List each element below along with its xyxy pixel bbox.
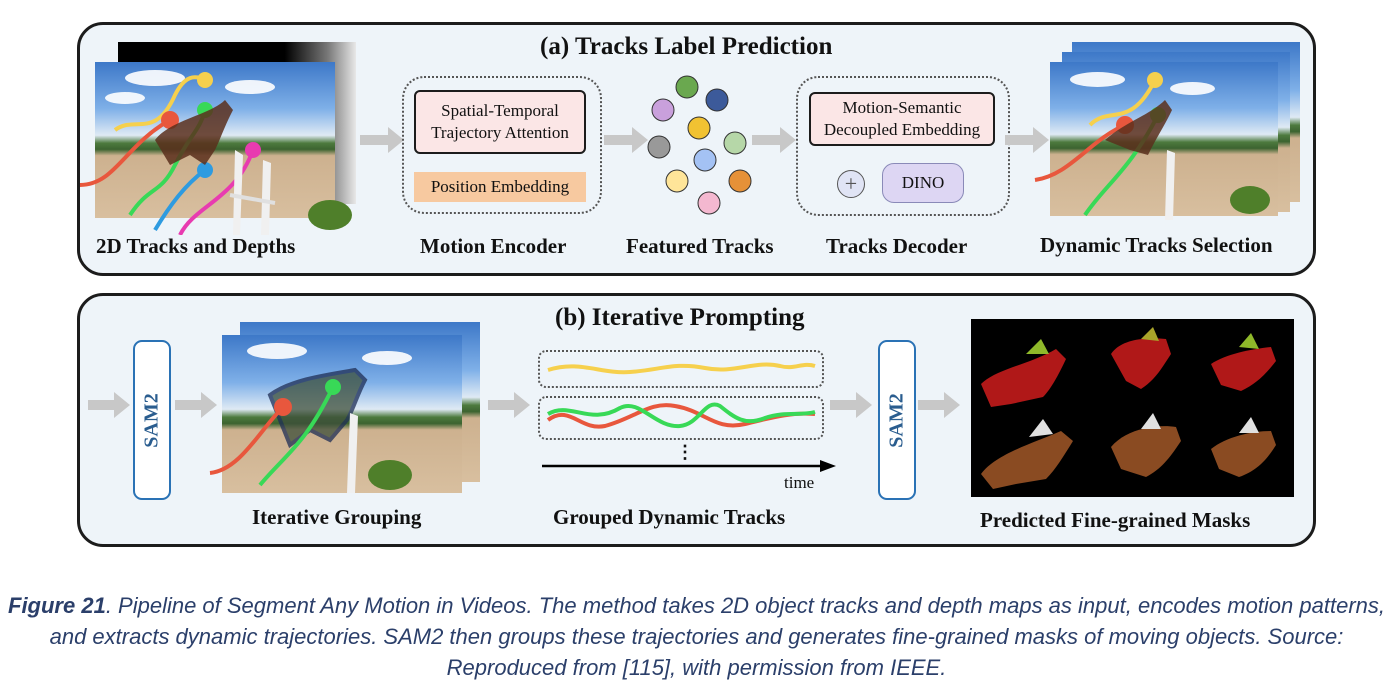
- arrow-a3: [752, 127, 796, 153]
- sam2-left-block: SAM2: [133, 340, 171, 500]
- figure-caption: Figure 21. Pipeline of Segment Any Motio…: [0, 590, 1393, 683]
- red-track-point: [161, 111, 179, 129]
- label-iterative-grouping: Iterative Grouping: [252, 505, 422, 529]
- label-grouped-tracks: Grouped Dynamic Tracks: [553, 505, 786, 529]
- grouped-track-box-1: [538, 350, 824, 388]
- selection-tracks-overlay: [1034, 72, 1270, 220]
- arrow-b4: [918, 392, 960, 418]
- dino-block: DINO: [882, 163, 964, 203]
- grouped-track-red-green: [546, 402, 816, 429]
- label-motion-encoder: Motion Encoder: [420, 234, 567, 258]
- arrow-a2: [604, 127, 648, 153]
- arrow-a1: [360, 127, 404, 153]
- decoupled-embedding-block: Motion-Semantic Decoupled Embedding: [809, 92, 995, 146]
- panel-b-title: (b) Iterative Prompting: [555, 304, 805, 331]
- time-axis-arrow: [542, 460, 836, 472]
- label-featured-tracks: Featured Tracks: [626, 234, 774, 258]
- sam2-right-block: SAM2: [878, 340, 916, 500]
- motion-encoder-box: [402, 76, 602, 214]
- yellow-track-point: [197, 72, 213, 88]
- label-dynamic-selection: Dynamic Tracks Selection: [1040, 233, 1273, 257]
- arrow-a4: [1005, 127, 1049, 153]
- pink-track-point: [245, 142, 261, 158]
- panel-a-title: (a) Tracks Label Prediction: [540, 33, 833, 60]
- blue-track-point: [197, 162, 213, 178]
- arrow-b0: [88, 392, 130, 418]
- predicted-masks-silhouettes: [981, 327, 1276, 489]
- label-predicted-masks: Predicted Fine-grained Masks: [980, 508, 1251, 532]
- grouped-track-box-2: [538, 396, 824, 440]
- position-embedding-block: Position Embedding: [414, 172, 586, 202]
- label-tracks-decoder: Tracks Decoder: [826, 234, 968, 258]
- grouping-mask-overlay: [209, 367, 412, 493]
- figure-label: Figure 21: [8, 593, 106, 618]
- time-axis-label: time: [784, 473, 815, 492]
- tracks-decoder-box: [796, 76, 1010, 216]
- featured-tracks-cluster: [647, 75, 752, 215]
- trajectory-attention-block: Spatial-Temporal Trajectory Attention: [414, 90, 586, 154]
- label-tracks-depths: 2D Tracks and Depths: [96, 234, 296, 258]
- grouped-track-yellow: [547, 362, 816, 375]
- arrow-b2: [488, 392, 530, 418]
- ellipsis-dots: ⋮: [676, 442, 694, 462]
- caption-text: . Pipeline of Segment Any Motion in Vide…: [49, 593, 1385, 680]
- input-tracks-overlay: [79, 72, 352, 235]
- plus-icon: +: [837, 170, 865, 198]
- arrow-b3: [830, 392, 872, 418]
- arrow-b1: [175, 392, 217, 418]
